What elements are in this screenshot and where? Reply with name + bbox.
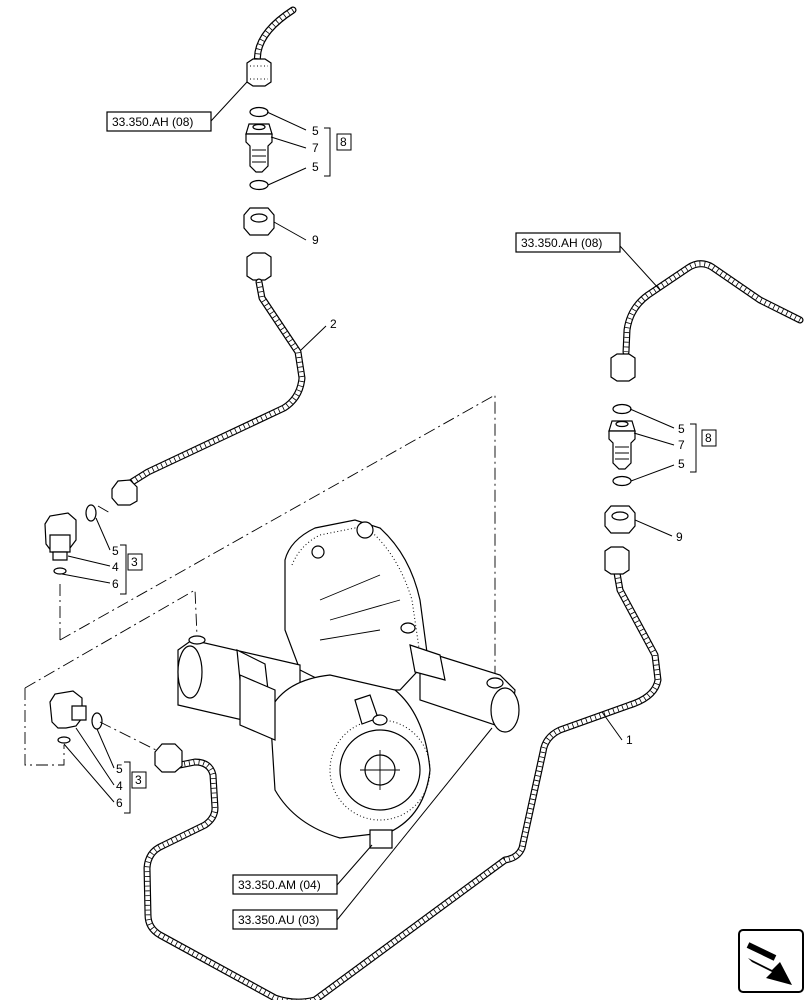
callout-nut-right: 9 xyxy=(676,530,683,544)
alignment-lines xyxy=(24,394,496,766)
left-lower-callouts: 5 4 6 3 xyxy=(116,761,147,814)
fitting-7-top xyxy=(245,123,273,173)
callout-group-top: 8 xyxy=(340,135,347,149)
seal-ring-lower xyxy=(249,179,269,191)
fitting-7-right xyxy=(608,420,636,470)
upper-pipe-from-top xyxy=(253,6,297,66)
callout-elbow-left-lower: 4 xyxy=(116,779,123,793)
upper-nut xyxy=(246,58,272,87)
callout-group-right: 8 xyxy=(705,431,712,445)
left-upper-callouts: 5 4 6 3 xyxy=(112,544,143,595)
ref-top-left-label: 33.350.AH (08) xyxy=(112,115,193,129)
right-upper-pipe xyxy=(610,260,804,382)
group-box-right xyxy=(701,429,717,447)
left-upper-elbow xyxy=(44,504,111,584)
nut-9-right xyxy=(604,505,636,534)
nut-9-top xyxy=(243,207,275,236)
ref-box-bottom-1[interactable]: 33.350.AM (04) xyxy=(232,844,373,895)
callout-pipe-1: 1 xyxy=(626,733,633,747)
callout-seal-right-1: 5 xyxy=(678,422,685,436)
callout-group-left-upper: 3 xyxy=(131,555,138,569)
group-box-top xyxy=(336,133,352,151)
callout-oring-left-lower: 6 xyxy=(116,796,123,810)
ref-box-right[interactable]: 33.350.AH (08) xyxy=(515,232,661,291)
ref-box-bottom-2[interactable]: 33.350.AU (03) xyxy=(232,727,493,930)
next-page-arrow-icon[interactable] xyxy=(738,929,804,993)
group-box-left-upper xyxy=(127,553,143,571)
callout-fitting-right: 7 xyxy=(678,438,685,452)
callout-seal-top-2: 5 xyxy=(312,160,319,174)
seal-ring-upper xyxy=(249,106,269,118)
callout-seal-top-1: 5 xyxy=(312,124,319,138)
ref-bottom-1-label: 33.350.AM (04) xyxy=(238,878,321,892)
left-lower-elbow xyxy=(49,690,115,803)
callout-fitting-top: 7 xyxy=(312,141,319,155)
seal-ring-right-upper xyxy=(612,403,632,415)
callout-oring-left-upper: 6 xyxy=(112,577,119,591)
seal-ring-right-lower xyxy=(612,475,632,487)
ref-bottom-2-label: 33.350.AU (03) xyxy=(238,913,319,927)
callout-seal-left-upper: 5 xyxy=(112,544,119,558)
right-callouts: 5 7 5 8 9 1 xyxy=(601,408,717,747)
ref-right-label: 33.350.AH (08) xyxy=(521,236,602,250)
callout-pipe-2: 2 xyxy=(330,317,337,331)
pipe-1 xyxy=(143,546,662,1000)
axle-housing xyxy=(177,519,520,849)
callout-nut-top: 9 xyxy=(312,233,319,247)
pipe-2 xyxy=(111,252,306,506)
callout-seal-right-2: 5 xyxy=(678,457,685,471)
callout-seal-left-lower: 5 xyxy=(116,762,123,776)
ref-box-top-left[interactable]: 33.350.AH (08) xyxy=(106,81,248,132)
top-callouts: 5 7 5 8 9 2 xyxy=(266,111,352,351)
group-box-left-lower xyxy=(131,771,147,789)
callout-elbow-left-upper: 4 xyxy=(112,560,119,574)
callout-group-left-lower: 3 xyxy=(135,773,142,787)
